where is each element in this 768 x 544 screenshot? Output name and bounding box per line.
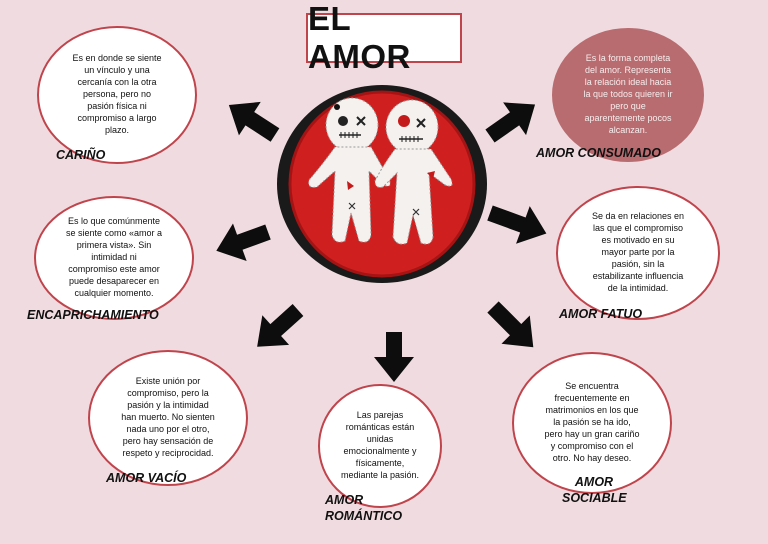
node-sociable-bubble: Se encuentra frecuentemente en matrimoni…: [512, 352, 672, 494]
node-consumado-line: alcanzan.: [608, 124, 648, 135]
node-sociable-line: frecuentemente en: [554, 393, 630, 404]
node-consumado-line: del amor. Representa: [584, 65, 672, 76]
node-consumado-line: Es la forma completa: [585, 53, 671, 64]
node-vacio-label: AMOR VACÍO: [106, 471, 187, 485]
node-fatuo-label: AMOR FATUO: [559, 307, 643, 321]
node-encaprichamiento-line: cualquier momento.: [74, 287, 154, 298]
node-fatuo-line: Se da en relaciones en: [591, 211, 685, 222]
arrow-to-vacio: [257, 304, 304, 347]
arrow-to-sociable: [487, 301, 534, 348]
node-vacio-line: han muerto. No sienten: [121, 412, 215, 423]
node-vacio-line: pero hay sensación de: [122, 435, 214, 446]
node-sociable-line: Se encuentra: [565, 381, 619, 392]
node-fatuo-line: es motivado en su: [601, 235, 675, 246]
node-vacio-line: compromiso, pero la: [127, 388, 209, 399]
node-vacio-line: respeto y reciprocidad.: [122, 447, 214, 458]
node-fatuo-bubble: Se da en relaciones en las que el compro…: [556, 186, 720, 320]
node-sociable-label: AMOR SOCIABLE: [562, 475, 627, 506]
node-sociable-line: matrimonios en los que: [545, 405, 639, 416]
node-vacio-line: Existe unión por: [135, 376, 201, 387]
node-fatuo-line: estabilizante influencia: [592, 270, 684, 281]
node-carino-bubble: Es en donde se siente un vínculo y una c…: [37, 26, 197, 164]
node-consumado-line: la que todos quieren ir: [583, 89, 673, 100]
node-consumado-bubble: Es la forma completa del amor. Represent…: [552, 28, 704, 162]
node-carino-line: Es en donde se siente: [72, 53, 162, 64]
node-sociable-label-line2: SOCIABLE: [562, 490, 627, 505]
node-carino-label: CARIÑO: [56, 148, 106, 162]
node-consumado-line: pero que: [610, 100, 646, 111]
node-romantico-line: físicamente,: [355, 457, 405, 468]
arrow-to-encaprichamiento: [216, 223, 271, 262]
voodoo-dolls-couple-image: [288, 90, 476, 278]
page-title: EL AMOR: [308, 0, 411, 75]
node-sociable-line: otro. No hay deseo.: [552, 452, 632, 463]
node-sociable-line: la pasión se ha ido,: [553, 417, 631, 428]
node-carino-line: persona, pero no: [82, 89, 152, 100]
node-vacio-line: nada uno por el otro,: [126, 423, 210, 434]
arrow-to-romantico: [374, 332, 414, 382]
node-fatuo-line: mayor parte por la: [601, 247, 675, 258]
node-consumado-label: AMOR CONSUMADO: [536, 146, 661, 160]
node-romantico-bubble: Las parejas románticas están unidas emoc…: [318, 384, 442, 508]
right-doll: [374, 99, 453, 245]
node-fatuo-line: de la intimidad.: [607, 282, 669, 293]
left-doll: [308, 97, 391, 243]
node-romantico-label: AMOR ROMÁNTICO: [325, 493, 402, 524]
node-encaprichamiento-line: primera vista». Sin: [76, 240, 152, 251]
arrow-to-consumado: [485, 102, 536, 143]
center-image-frame: [277, 85, 487, 283]
node-romantico-line: emocionalmente y: [343, 446, 417, 456]
node-romantico-label-line1: AMOR: [325, 493, 364, 507]
node-romantico-label-line2: ROMÁNTICO: [325, 508, 403, 523]
node-romantico-line: mediante la pasión.: [340, 469, 420, 480]
node-encaprichamiento-line: Es lo que comúnmente: [67, 216, 161, 227]
node-encaprichamiento-line: compromiso este amor: [68, 263, 160, 274]
node-romantico-line: Las parejas: [356, 410, 404, 421]
node-sociable-line: pero hay un gran cariño: [544, 428, 640, 439]
node-carino-line: pasión física ni: [87, 100, 147, 111]
node-encaprichamiento-bubble: Es lo que comúnmente se siente como «amo…: [34, 196, 194, 320]
node-sociable-line: y compromiso con el: [550, 440, 634, 451]
node-vacio-line: pasión y la intimidad: [127, 400, 209, 411]
node-carino-line: compromiso a largo: [77, 112, 157, 123]
node-vacio-bubble: Existe unión por compromiso, pero la pas…: [88, 350, 248, 486]
node-romantico-line: románticas están: [345, 422, 415, 433]
node-romantico-line: unidas: [366, 434, 394, 445]
node-carino-line: cercanía con la otra: [77, 77, 157, 88]
node-carino-line: un vínculo y una: [84, 65, 150, 76]
node-sociable-label-line1: AMOR: [574, 475, 614, 489]
arrow-to-carino: [228, 101, 280, 142]
node-carino-line: plazo.: [104, 124, 129, 135]
title-box: EL AMOR: [306, 0, 462, 75]
node-encaprichamiento-line: se siente como «amor a: [65, 228, 163, 239]
node-fatuo-line: pasión, sin la: [611, 258, 665, 269]
arrow-to-fatuo: [487, 205, 547, 244]
node-encaprichamiento-line: puede desaparecer en: [68, 275, 160, 286]
node-fatuo-line: las que el compromiso: [592, 223, 684, 234]
node-consumado-line: la relación ideal hacia: [584, 77, 672, 88]
node-encaprichamiento-label: ENCAPRICHAMIENTO: [27, 308, 159, 322]
node-encaprichamiento-line: intimidad ni: [91, 252, 137, 263]
node-consumado-line: aparentemente pocos: [584, 112, 672, 123]
